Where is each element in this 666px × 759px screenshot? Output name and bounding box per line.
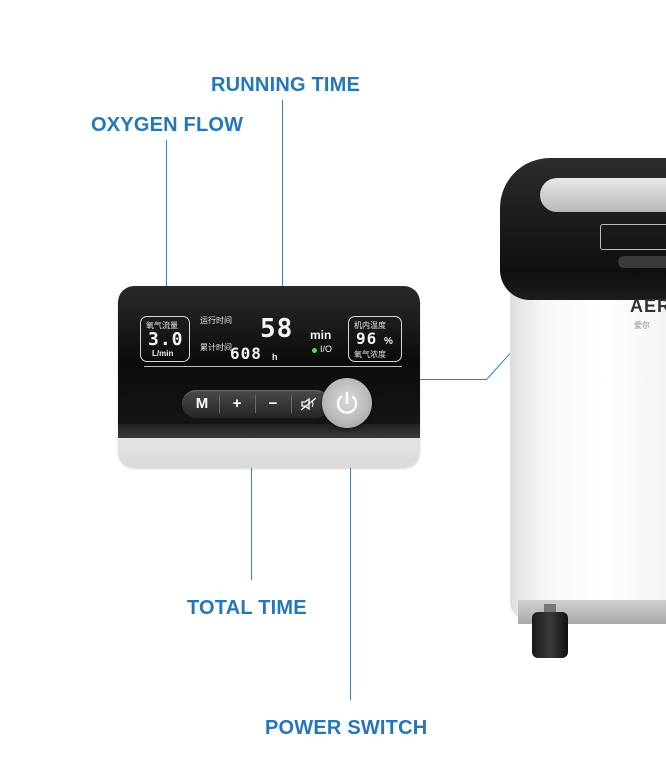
device-handle [540,178,666,212]
total-caption: 累计时间 [200,343,232,352]
conc-value: 96 [356,329,378,348]
power-button[interactable] [322,378,372,428]
conc-caption: 氧气浓度 [354,350,386,359]
oxygen-flow-label: OXYGEN FLOW [91,114,244,136]
running-time-leader [282,100,283,316]
total-time-label: TOTAL TIME [187,597,307,619]
flow-box [140,316,190,362]
button-bar: M + − [182,390,330,418]
panel-rim [118,424,420,438]
flow-unit: L/min [152,349,174,358]
wheel-caster [544,604,556,614]
device-display [600,224,666,250]
flow-caption: 氧气流量 [146,321,178,330]
device-wheel [532,612,568,658]
button-separator [255,395,256,413]
status-led [312,348,317,353]
run-caption: 运行时间 [200,316,232,325]
concentration-box [348,316,402,362]
total-time-leader [251,358,252,580]
device-logo: AER [630,296,666,316]
plus-button[interactable]: + [232,395,242,412]
power-switch-leader [350,425,351,700]
run-value: 58 [260,314,294,344]
minus-button[interactable]: − [268,395,278,412]
io-indicator: I/O [320,344,333,354]
device-sublogo: 爱尔 [634,321,650,330]
button-separator [219,395,220,413]
total-unit: h [272,352,278,362]
oxygen-flow-leader [166,140,167,340]
control-panel: 氧气流量 3.0 L/min 运行时间 58 min 累计时间 608 h I/… [118,286,420,468]
total-value: 608 [230,344,262,363]
power-switch-label: POWER SWITCH [265,717,428,739]
temp-caption: 机内温度 [354,321,386,330]
power-icon [336,391,358,414]
device-button-strip [618,256,666,268]
running-time-label: RUNNING TIME [211,74,361,96]
lcd-divider [144,366,402,367]
flow-value: 3.0 [148,329,184,350]
conc-unit: % [384,336,393,347]
lcd-screen: 氧气流量 3.0 L/min 运行时间 58 min 累计时间 608 h I/… [118,286,420,436]
button-separator [291,395,292,413]
mute-button[interactable] [292,390,326,418]
mute-icon [300,397,317,411]
mode-button[interactable]: M [195,395,209,412]
run-unit: min [310,328,332,342]
device-leader-horizontal [420,379,487,380]
